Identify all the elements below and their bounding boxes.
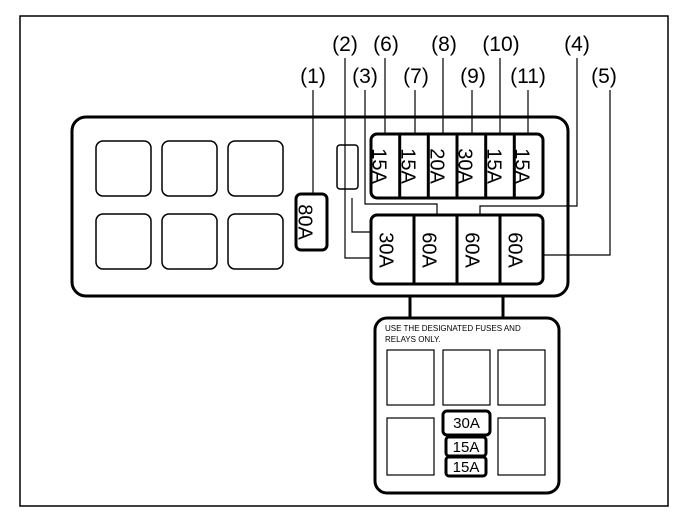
cover-relay-slot — [386, 417, 435, 476]
fuse-box-cover — [373, 316, 561, 495]
callout-11: (11) — [510, 65, 546, 88]
fuse-top-5: 15A — [483, 134, 516, 198]
fuse-bottom-label-2: 60A — [418, 232, 440, 268]
cover-fuse-15a — [444, 455, 488, 478]
cover-fuse-label-1: 30A — [453, 415, 480, 432]
fuse-bottom-label-4: 60A — [504, 232, 526, 268]
relay-socket — [227, 213, 284, 270]
relay-socket — [95, 213, 152, 270]
cover-relay-slot — [497, 349, 546, 406]
fuse-top-4: 30A — [454, 134, 488, 198]
fuse-top-label-5: 15A — [483, 148, 505, 184]
fuse-bottom-label-1: 30A — [375, 232, 397, 268]
cover-note-line-1: USE THE DESIGNATED FUSES AND — [385, 324, 521, 333]
relay-socket — [227, 140, 284, 197]
empty-slot — [336, 144, 359, 190]
callout-6: (6) — [373, 33, 399, 56]
callout-9: (9) — [460, 65, 486, 88]
cover-relay-slot — [386, 349, 435, 406]
cover-relay-slot — [442, 349, 491, 406]
callout-3: (3) — [352, 65, 378, 88]
callout-2: (2) — [332, 33, 358, 56]
callout-1: (1) — [300, 65, 326, 88]
fuse-top-label-1: 15A — [368, 148, 390, 184]
cover-fuse-label-2: 15A — [453, 439, 480, 456]
fuse-top-3: 20A — [426, 134, 459, 198]
fuse-top-1: 15A — [368, 134, 402, 198]
main-fuse-label: 80A — [294, 204, 316, 240]
callout-8: (8) — [431, 33, 457, 56]
relay-socket — [161, 213, 218, 270]
fuse-top-label-2: 15A — [397, 148, 419, 184]
callout-4: (4) — [564, 33, 590, 56]
cover-fuse-30a — [441, 409, 492, 437]
main-fuse — [294, 192, 329, 252]
leader-lines — [312, 58, 611, 259]
cover-note-line-2: RELAYS ONLY. — [385, 335, 441, 344]
relay-socket — [95, 140, 152, 197]
fuse-top-label-3: 20A — [426, 148, 448, 184]
callout-5: (5) — [591, 65, 617, 88]
fuse-top-label-6: 15A — [511, 148, 533, 184]
relay-socket — [161, 140, 218, 197]
fuse-top-6: 15A — [511, 148, 533, 184]
fuse-top-label-4: 30A — [454, 148, 476, 184]
cover-fuse-label-3: 15A — [453, 459, 480, 476]
fuse-top-2: 15A — [397, 134, 430, 198]
callout-10: (10) — [482, 33, 519, 56]
callout-7: (7) — [403, 65, 429, 88]
cover-relay-slot — [497, 417, 546, 476]
outer-frame — [19, 15, 669, 507]
fuse-bottom-label-3: 60A — [461, 232, 483, 268]
